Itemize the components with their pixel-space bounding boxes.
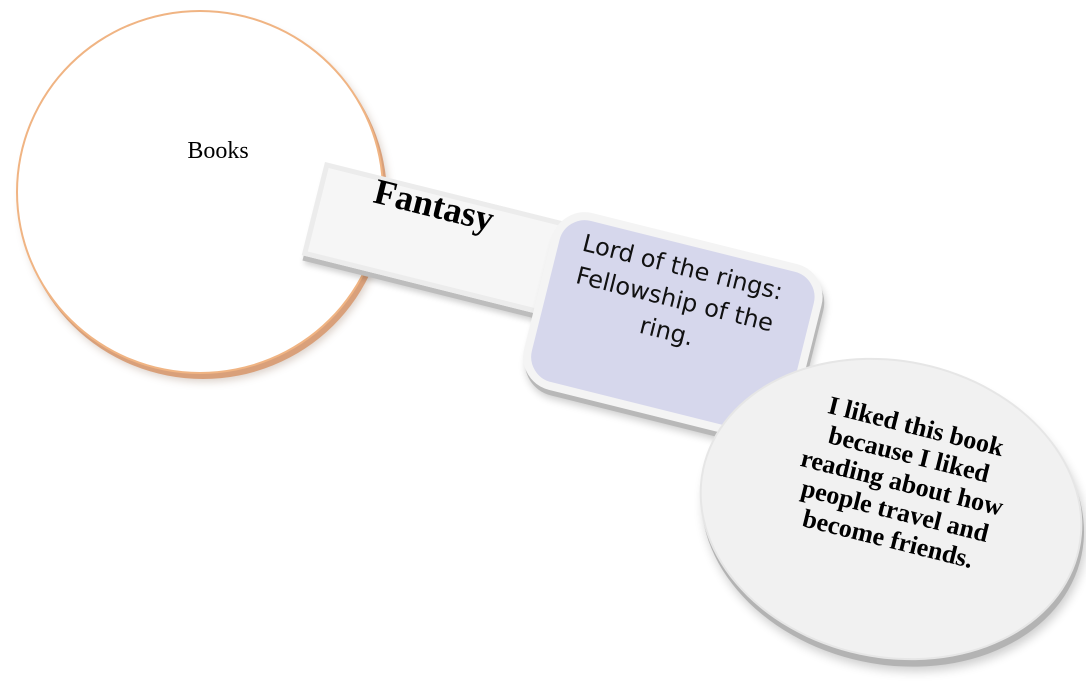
diagram-canvas: Books Fantasy Lord of the rings: Fellows… bbox=[16, 10, 1086, 695]
books-label: Books bbox=[187, 138, 249, 164]
